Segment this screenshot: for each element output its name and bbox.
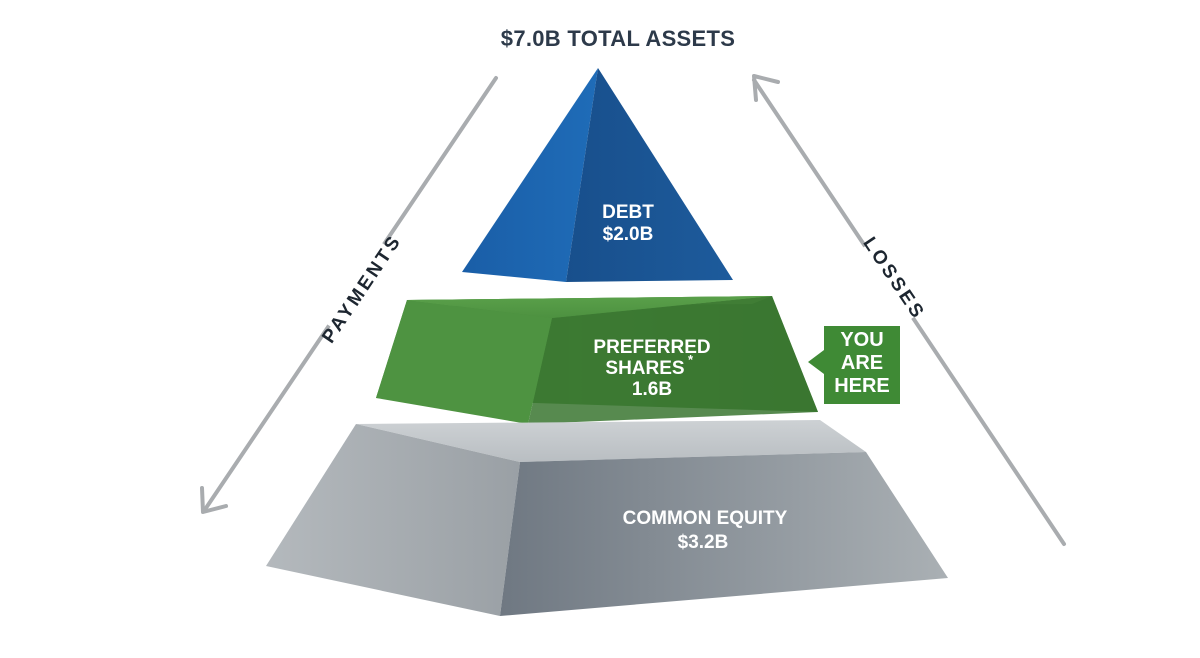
preferred-label-line1: PREFERRED [593, 337, 710, 358]
debt-tier: DEBT $2.0B [462, 68, 733, 282]
debt-value: $2.0B [603, 224, 654, 245]
callout-line3: HERE [834, 375, 890, 397]
total-assets-title: $7.0B TOTAL ASSETS [501, 26, 735, 51]
you-are-here-callout: YOU ARE HERE [808, 326, 900, 404]
preferred-footnote-mark: * [688, 352, 694, 367]
common-equity-tier: COMMON EQUITY $3.2B [266, 420, 948, 616]
preferred-label-line2: SHARES [605, 358, 684, 379]
debt-label: DEBT [602, 202, 654, 223]
callout-line2: ARE [841, 352, 883, 374]
preferred-shares-tier: PREFERRED SHARES * 1.6B [376, 296, 818, 424]
common-equity-value: $3.2B [678, 532, 729, 553]
arrow-down-left-icon [200, 486, 228, 514]
callout-line1: YOU [840, 329, 883, 351]
preferred-value: 1.6B [632, 379, 672, 400]
common-equity-label: COMMON EQUITY [623, 508, 788, 529]
arrow-up-right-icon [752, 74, 780, 102]
